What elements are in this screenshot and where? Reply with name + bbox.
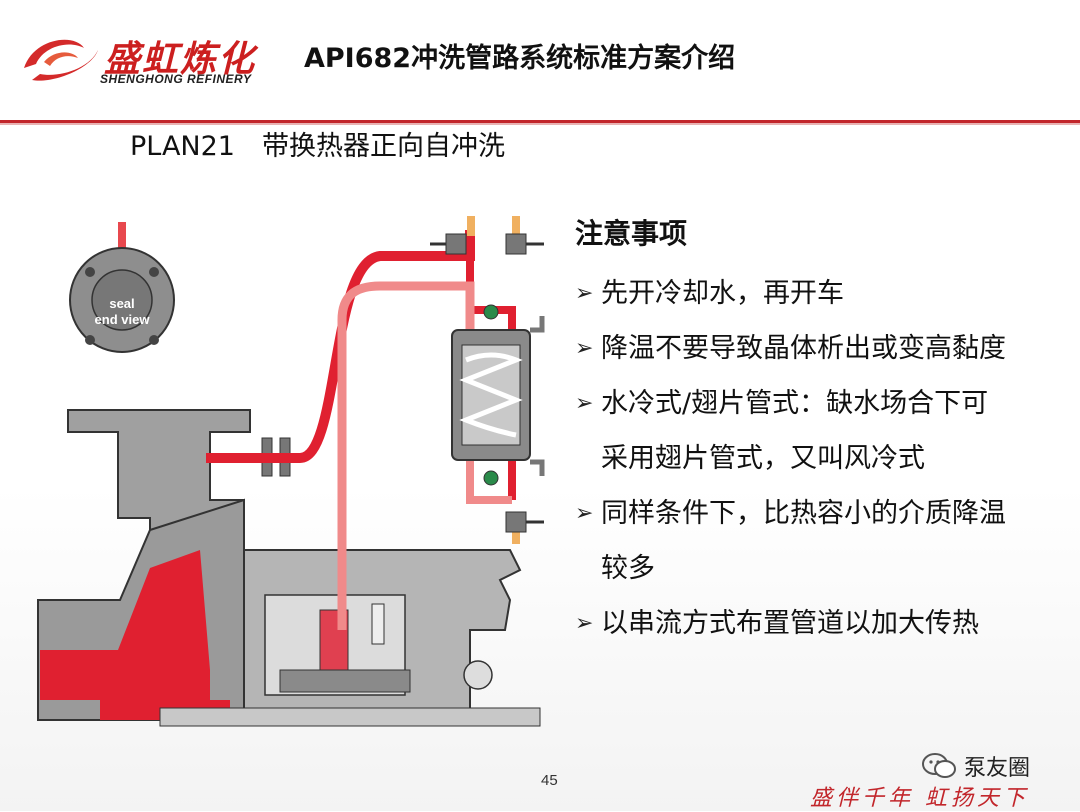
note-text: 采用翅片管式，又叫风冷式 — [601, 443, 925, 474]
valve-icon — [430, 233, 544, 533]
bullet-arrow-icon: ➢ — [575, 391, 594, 416]
bullet-arrow-icon: ➢ — [575, 281, 594, 306]
flush-return-pipe — [337, 281, 475, 630]
note-item-continued: 采用翅片管式，又叫风冷式 — [575, 431, 1075, 486]
bullet-arrow-icon: ➢ — [575, 501, 594, 526]
note-text: 水冷式/翅片管式：缺水场合下可 — [601, 388, 989, 419]
pump-casing — [37, 409, 541, 727]
plan21-diagram: seal end view — [37, 216, 545, 727]
note-text: 以串流方式布置管道以加大传热 — [601, 608, 979, 639]
watermark: 泵友圈 — [922, 750, 1030, 782]
note-text: 同样条件下，比热容小的介质降温 — [601, 498, 1006, 529]
note-item: ➢ 先开冷却水，再开车 — [575, 266, 1075, 321]
seal-end-view: seal end view — [69, 222, 175, 353]
header-divider-shadow — [0, 123, 1080, 125]
note-item: ➢ 同样条件下，比热容小的介质降温 — [575, 486, 1075, 541]
note-item-continued: 较多 — [575, 541, 1075, 596]
bullet-arrow-icon: ➢ — [575, 336, 594, 361]
notes-heading: 注意事项 — [575, 217, 688, 250]
seal-label-line1: seal — [109, 296, 134, 311]
bullet-arrow-icon: ➢ — [575, 611, 594, 636]
logo-english-name: SHENGHONG REFINERY — [100, 72, 252, 86]
note-text: 较多 — [601, 553, 655, 584]
note-item: ➢ 水冷式/翅片管式：缺水场合下可 — [575, 376, 1075, 431]
heat-exchanger — [451, 304, 545, 486]
note-item: ➢ 降温不要导致晶体析出或变高黏度 — [575, 321, 1075, 376]
watermark-text: 泵友圈 — [964, 756, 1031, 781]
note-item: ➢ 以串流方式布置管道以加大传热 — [575, 596, 1075, 651]
page-number: 45 — [541, 772, 558, 789]
note-text: 降温不要导致晶体析出或变高黏度 — [601, 333, 1006, 364]
wechat-icon — [922, 753, 956, 778]
header-divider — [0, 120, 1080, 123]
page-title: API682冲洗管路系统标准方案介绍 — [304, 43, 736, 74]
slide-subtitle: PLAN21 带换热器正向自冲洗 — [130, 131, 505, 162]
seal-label-line2: end view — [95, 312, 151, 327]
slogan: 盛伴千年 虹扬天下 — [810, 786, 1029, 811]
logo-chinese-name: 盛虹炼化 — [104, 38, 257, 80]
shenghong-logo-icon — [24, 39, 98, 81]
note-text: 先开冷却水，再开车 — [601, 278, 844, 309]
notes-panel: 注意事项 ➢ 先开冷却水，再开车 ➢ 降温不要导致晶体析出或变高黏度 ➢ 水冷式… — [575, 212, 1075, 651]
